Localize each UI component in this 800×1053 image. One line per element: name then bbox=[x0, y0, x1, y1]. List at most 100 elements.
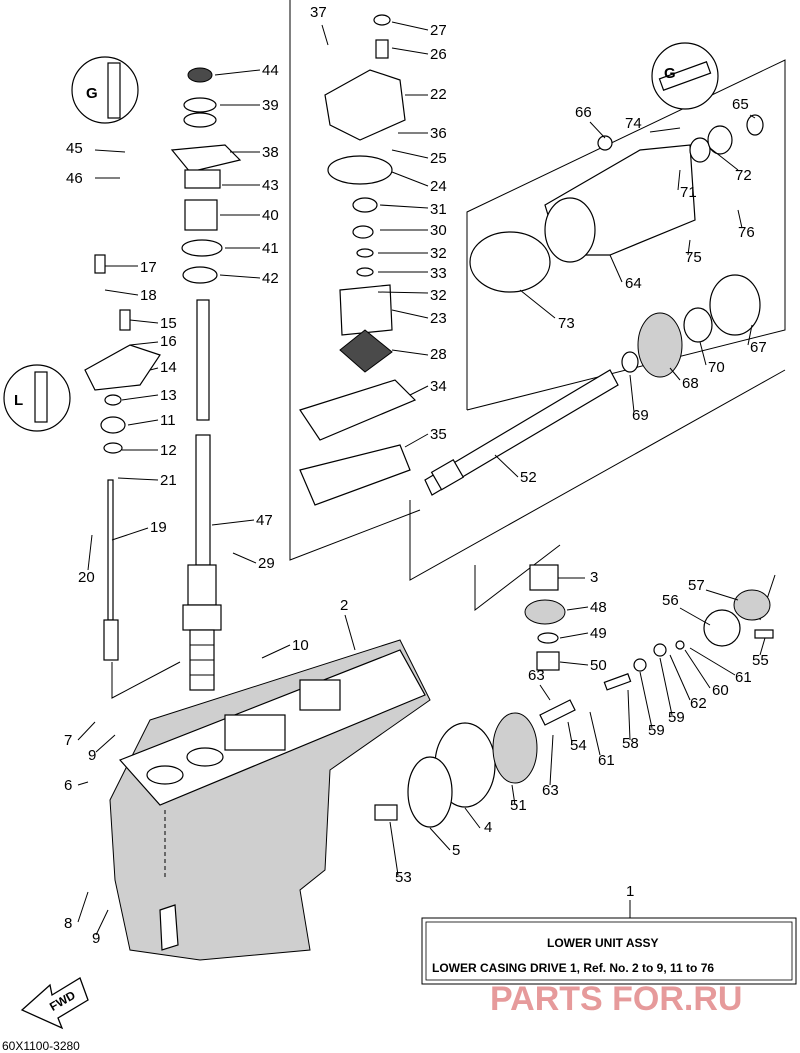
callout-label-29: 29 bbox=[258, 555, 275, 572]
callout-label-65: 65 bbox=[732, 96, 749, 113]
callout-leader-58 bbox=[627, 689, 631, 741]
callout-leader-23 bbox=[391, 309, 429, 319]
callout-leader-6 bbox=[77, 781, 89, 786]
callout-leader-61 bbox=[589, 711, 601, 756]
svg-text:L: L bbox=[14, 392, 23, 409]
callout-label-43: 43 bbox=[262, 177, 279, 194]
callout-label-32: 32 bbox=[430, 287, 447, 304]
callout-label-30: 30 bbox=[430, 222, 447, 239]
callout-leader-7 bbox=[77, 721, 96, 741]
callout-label-38: 38 bbox=[262, 144, 279, 161]
callout-leader-2 bbox=[344, 614, 356, 651]
callout-label-17: 17 bbox=[140, 259, 157, 276]
callout-label-61: 61 bbox=[598, 752, 615, 769]
callout-label-27: 27 bbox=[430, 22, 447, 39]
callout-leaders bbox=[77, 21, 766, 936]
callout-leader-56 bbox=[679, 607, 711, 626]
callout-label-54: 54 bbox=[570, 737, 587, 754]
callout-label-63: 63 bbox=[542, 782, 559, 799]
callout-leader-59 bbox=[659, 657, 673, 716]
callout-leader-15 bbox=[129, 319, 159, 324]
callout-label-50: 50 bbox=[590, 657, 607, 674]
assembly-subtitle: LOWER CASING DRIVE 1, Ref. No. 2 to 9, 1… bbox=[432, 961, 714, 975]
callout-label-5: 5 bbox=[452, 842, 460, 859]
callout-label-69: 69 bbox=[632, 407, 649, 424]
callout-leader-62 bbox=[669, 654, 691, 701]
callout-leader-44 bbox=[214, 69, 261, 76]
callout-leader-37 bbox=[321, 24, 329, 46]
callout-label-72: 72 bbox=[735, 167, 752, 184]
callout-label-66: 66 bbox=[575, 104, 592, 121]
callout-leader-66 bbox=[589, 121, 606, 139]
callout-label-45: 45 bbox=[66, 140, 83, 157]
callout-label-33: 33 bbox=[430, 265, 447, 282]
callout-leader-4 bbox=[464, 807, 481, 829]
assembly-title: LOWER UNIT ASSY bbox=[547, 936, 659, 950]
callout-leader-49 bbox=[559, 632, 589, 639]
callout-leader-51 bbox=[511, 784, 516, 806]
callout-label-44: 44 bbox=[262, 62, 279, 79]
callout-leader-35 bbox=[404, 433, 429, 448]
upper-seal-stack bbox=[170, 67, 242, 284]
callout-label-13: 13 bbox=[160, 387, 177, 404]
callout-label-55: 55 bbox=[752, 652, 769, 669]
callout-label-3: 3 bbox=[590, 569, 598, 586]
callout-label-12: 12 bbox=[160, 442, 177, 459]
callout-label-31: 31 bbox=[430, 201, 447, 218]
callout-leader-63 bbox=[549, 734, 554, 786]
fwd-arrow-icon: FWD bbox=[20, 977, 89, 1030]
callout-leader-32 bbox=[377, 291, 429, 294]
callout-label-75: 75 bbox=[685, 249, 702, 266]
callout-label-9: 9 bbox=[88, 747, 96, 764]
callout-leader-69 bbox=[629, 374, 635, 413]
callout-label-59: 59 bbox=[648, 722, 665, 739]
assembly-legend: 1 LOWER UNIT ASSY LOWER CASING DRIVE 1, … bbox=[421, 883, 797, 985]
callout-leader-34 bbox=[409, 385, 429, 396]
callout-leader-63 bbox=[539, 684, 551, 701]
callout-label-42: 42 bbox=[262, 270, 279, 287]
callout-leader-57 bbox=[705, 589, 739, 601]
callout-label-26: 26 bbox=[430, 46, 447, 63]
callout-label-11: 11 bbox=[160, 412, 176, 429]
callout-leader-31 bbox=[379, 204, 429, 209]
prop-shaft-housing bbox=[469, 114, 764, 378]
water-pump bbox=[299, 14, 417, 506]
callout-label-25: 25 bbox=[430, 150, 447, 167]
callout-label-2: 2 bbox=[340, 597, 348, 614]
callout-leader-29 bbox=[232, 552, 257, 564]
grease-tube-icon: L bbox=[3, 364, 71, 432]
callout-leader-9 bbox=[95, 909, 109, 936]
callout-leader-55 bbox=[759, 637, 766, 656]
callout-label-48: 48 bbox=[590, 599, 607, 616]
svg-text:G: G bbox=[664, 65, 676, 82]
callout-label-47: 47 bbox=[256, 512, 273, 529]
callout-label-61: 61 bbox=[735, 669, 752, 686]
callout-leader-14 bbox=[149, 367, 159, 371]
callout-leader-59 bbox=[639, 671, 653, 729]
callout-leader-70 bbox=[699, 341, 707, 366]
callout-leader-76 bbox=[737, 209, 743, 229]
diagram-code: 60X1100-3280 bbox=[2, 1039, 80, 1053]
grease-tube-icon: G bbox=[71, 56, 139, 124]
callout-leader-5 bbox=[429, 827, 451, 851]
callout-label-70: 70 bbox=[708, 359, 725, 376]
callout-leader-61 bbox=[689, 647, 736, 676]
callout-label-15: 15 bbox=[160, 315, 177, 332]
callout-label-49: 49 bbox=[590, 625, 607, 642]
callout-leader-25 bbox=[391, 149, 429, 159]
callout-label-6: 6 bbox=[64, 777, 72, 794]
callout-label-23: 23 bbox=[430, 310, 447, 327]
callout-leader-65 bbox=[749, 114, 756, 119]
callout-label-32: 32 bbox=[430, 245, 447, 262]
callout-leader-50 bbox=[559, 661, 589, 666]
callout-leader-18 bbox=[104, 289, 139, 296]
callout-label-58: 58 bbox=[622, 735, 639, 752]
callout-leader-48 bbox=[566, 606, 589, 611]
callout-leader-10 bbox=[261, 644, 291, 659]
callout-label-20: 20 bbox=[78, 569, 95, 586]
callout-label-40: 40 bbox=[262, 207, 279, 224]
callout-leader-24 bbox=[391, 171, 429, 187]
shift-rod bbox=[103, 479, 119, 661]
watermark: PARTS FOR.RU bbox=[490, 980, 742, 1018]
